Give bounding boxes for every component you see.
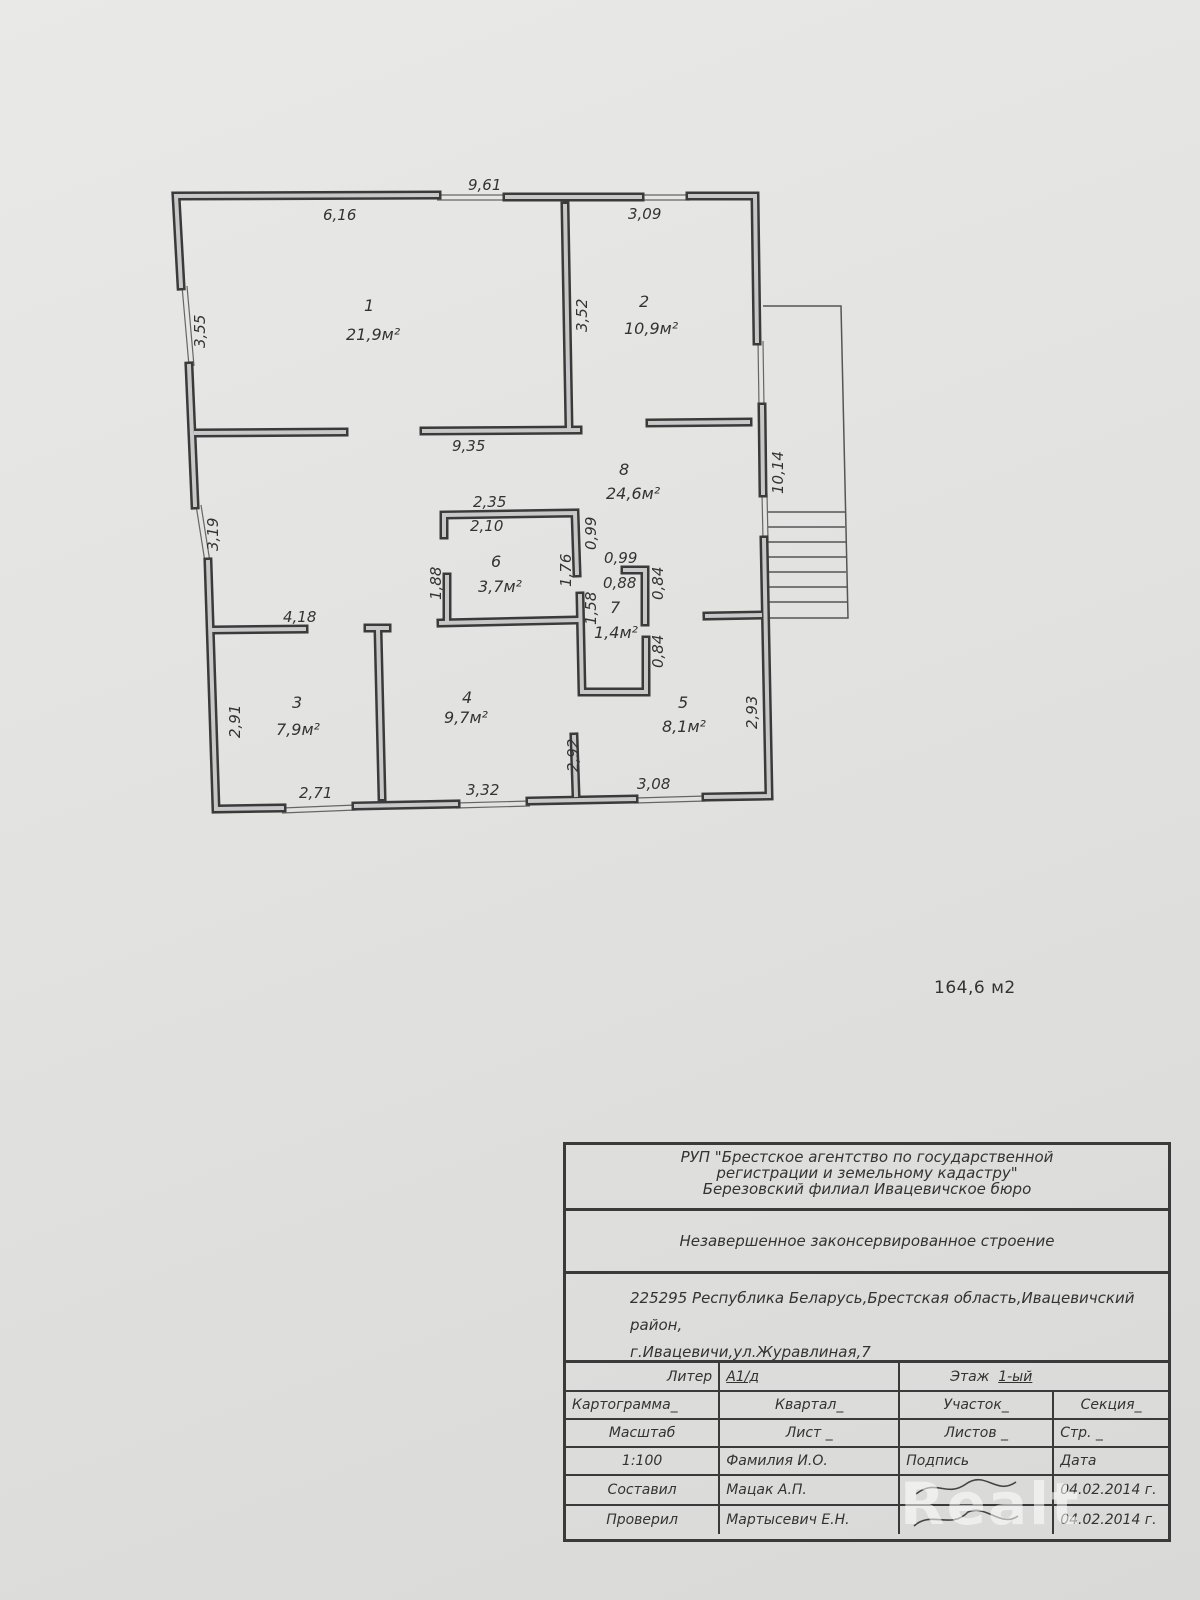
familiya: Фамилия И.О.: [718, 1446, 901, 1476]
organization-block: РУП "Брестское агентство по государствен…: [566, 1145, 1168, 1211]
dim-label: 0,99: [582, 517, 600, 550]
room-5-number: 5: [678, 693, 688, 712]
room-4-number: 4: [462, 688, 472, 707]
liter-value: А1/д: [726, 1368, 760, 1385]
liter-label: Литер: [666, 1368, 713, 1385]
room-8-area: 24,6м²: [606, 484, 661, 503]
walls: [171, 190, 774, 814]
data-label: Дата: [1052, 1446, 1168, 1476]
dim-label: 0,88: [603, 574, 636, 592]
room-labels: 1 21,9м² 2 10,9м² 3 7,9м² 4 9,7м² 5 8,1м…: [276, 292, 707, 739]
str: Стр. _: [1052, 1418, 1168, 1448]
dim-label: 10,14: [769, 451, 787, 494]
dim-label: 2,10: [470, 517, 503, 535]
proveril-signature: [898, 1504, 1055, 1534]
dim-label: 2,35: [473, 493, 506, 511]
room-6-area: 3,7м²: [478, 577, 523, 596]
dim-label: 6,16: [323, 206, 356, 224]
room-5-area: 8,1м²: [662, 717, 707, 736]
dim-label: 3,55: [191, 315, 209, 348]
stamp-table: Литер А1/д Этаж 1-ый Картограмма_ Кварта…: [566, 1363, 1168, 1534]
org-line-3: Березовский филиал Ивацевичское бюро: [702, 1180, 1032, 1198]
proveril-name: Мартысевич Е.Н.: [718, 1504, 901, 1534]
room-4-area: 9,7м²: [444, 708, 489, 727]
total-area: 164,6 м2: [934, 978, 1016, 998]
room-3-area: 7,9м²: [276, 720, 321, 739]
liter-value-cell: А1/д: [718, 1363, 901, 1392]
address-block: 225295 Республика Беларусь,Брестская обл…: [566, 1271, 1168, 1363]
floor-label: Этаж: [950, 1368, 990, 1385]
masshtab: Масштаб: [566, 1418, 721, 1448]
dim-label: 2,91: [226, 705, 244, 738]
podpis: Подпись: [898, 1446, 1055, 1476]
dim-label: 0,84: [649, 567, 667, 600]
dim-label: 1,58: [582, 592, 600, 625]
room-1-area: 21,9м²: [346, 325, 401, 344]
dim-label: 3,08: [637, 775, 670, 793]
signature-image: [915, 1478, 1017, 1495]
object-name: Незавершенное законсервированное строени…: [566, 1211, 1168, 1274]
watermark-logo: Realt: [900, 1470, 1081, 1538]
dim-label: 9,61: [468, 176, 501, 194]
sostavil-signature: [898, 1474, 1055, 1506]
dim-label: 2,93: [743, 696, 761, 729]
dim-label: 3,32: [466, 781, 499, 799]
sostavil: Составил: [566, 1474, 721, 1506]
dim-label: 1,76: [557, 554, 575, 587]
room-7-area: 1,4м²: [594, 623, 639, 642]
proveril-date: 04.02.2014 г.: [1052, 1504, 1168, 1534]
dim-label: 3,52: [573, 299, 591, 332]
room-7-number: 7: [610, 598, 621, 617]
dim-label: 9,35: [452, 437, 485, 455]
liter-cell: Литер: [566, 1363, 721, 1392]
dim-label: 2,71: [299, 784, 332, 802]
room-3-number: 3: [292, 693, 302, 712]
kvartal: Квартал_: [718, 1390, 901, 1420]
org-line-1: РУП "Брестское агентство по государствен…: [680, 1148, 1054, 1166]
porch-outline: [763, 305, 849, 619]
dim-label: 3,19: [204, 518, 222, 551]
dimension-labels: 9,61 6,16 3,09 3,55 3,52 9,35 10,14 3,19…: [191, 176, 787, 802]
dim-label: 2,92: [564, 739, 582, 772]
address-line-2: г.Ивацевичи,ул.Журавлиная,7: [630, 1343, 871, 1361]
uchastok: Участок_: [898, 1390, 1055, 1420]
list: Лист _: [718, 1418, 901, 1448]
floor-value: 1-ый: [998, 1368, 1033, 1385]
room-1-number: 1: [364, 296, 374, 315]
listov: Листов _: [898, 1418, 1055, 1448]
room-8-number: 8: [619, 460, 629, 479]
sektsiya: Секция_: [1052, 1390, 1168, 1420]
sostavil-name: Мацак А.П.: [718, 1474, 901, 1506]
address-line-1: 225295 Республика Беларусь,Брестская обл…: [630, 1289, 1135, 1334]
scale-value: 1:100: [566, 1446, 721, 1476]
kartogramma: Картограмма_: [566, 1390, 721, 1420]
sostavil-date: 04.02.2014 г.: [1052, 1474, 1168, 1506]
dim-label: 0,99: [604, 549, 637, 567]
room-2-number: 2: [639, 292, 649, 311]
title-block: РУП "Брестское агентство по государствен…: [563, 1142, 1171, 1542]
floor-cell: Этаж 1-ый: [898, 1363, 1168, 1392]
org-line-2: регистрации и земельному кадастру": [716, 1164, 1018, 1182]
dim-label: 0,84: [649, 635, 667, 668]
dim-label: 1,88: [427, 567, 445, 600]
window-lines: [181, 194, 769, 814]
proveril: Проверил: [566, 1504, 721, 1534]
dim-label: 3,09: [628, 205, 661, 223]
room-6-number: 6: [491, 552, 501, 571]
signature-image: [913, 1509, 1019, 1527]
room-2-area: 10,9м²: [624, 319, 679, 338]
dim-label: 4,18: [283, 608, 316, 626]
